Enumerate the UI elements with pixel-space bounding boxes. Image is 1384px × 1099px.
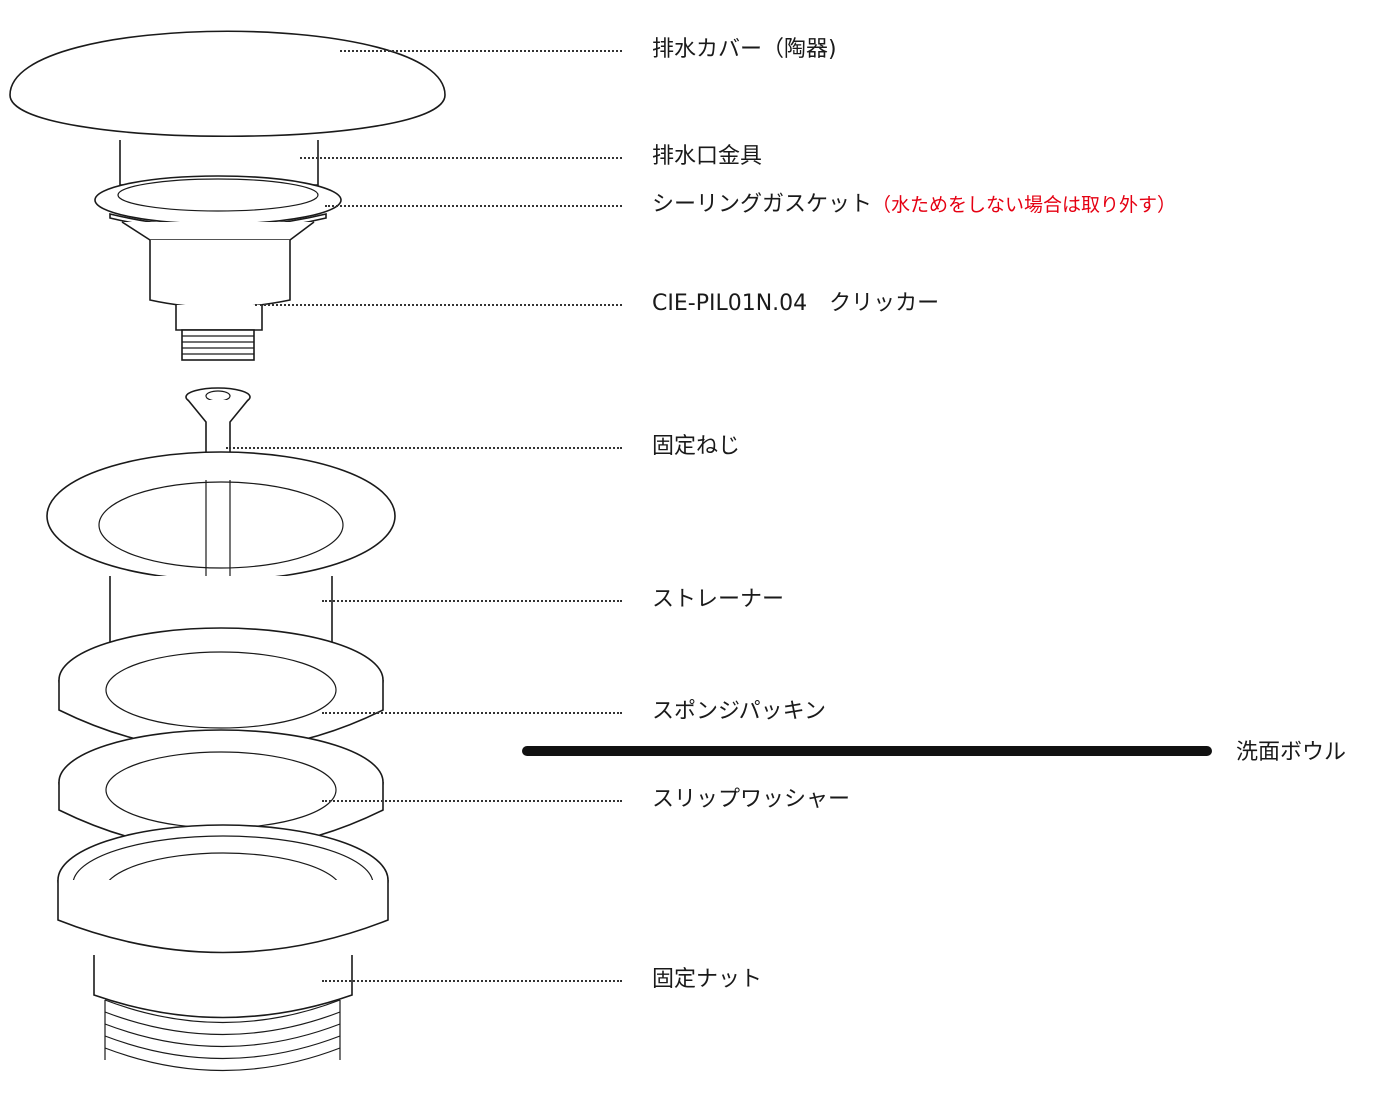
sealing-gasket-leader: [325, 205, 622, 207]
sponge-packing-leader: [322, 712, 622, 714]
slip-washer-label: スリップワッシャー: [652, 787, 851, 812]
wash-basin-label: 洗面ボウル: [1236, 740, 1347, 765]
fixing-screw-label: 固定ねじ: [652, 434, 741, 459]
sealing-gasket-label: シーリングガスケット: [652, 192, 873, 217]
fixing-nut-leader: [322, 980, 622, 982]
slip-washer-leader: [322, 800, 622, 802]
wash-basin-line: [522, 746, 1212, 756]
cover-label: 排水カバー（陶器): [652, 37, 837, 62]
drain-fitting-leader: [300, 157, 622, 159]
clicker-leader: [255, 304, 622, 306]
strainer-leader: [322, 600, 622, 602]
sealing-gasket-note: （水ためをしない場合は取り外す）: [872, 194, 1177, 216]
fixing-screw-leader: [226, 447, 622, 449]
fixing-nut-label: 固定ナット: [652, 967, 763, 992]
sealing-gasket-illustration: [94, 175, 342, 241]
strainer-label: ストレーナー: [652, 587, 785, 612]
clicker-label: CIE-PIL01N.04 クリッカー: [652, 291, 940, 316]
sponge-packing-label: スポンジパッキン: [652, 699, 827, 724]
cover-leader: [340, 50, 622, 52]
clicker-illustration: [149, 240, 291, 361]
sealing-gasket-label-row: シーリングガスケット（水ためをしない場合は取り外す）: [652, 192, 1176, 218]
fixing-nut-illustration: [57, 824, 389, 1072]
cover-illustration: [9, 30, 446, 138]
drain-fitting-label: 排水口金具: [652, 144, 763, 169]
